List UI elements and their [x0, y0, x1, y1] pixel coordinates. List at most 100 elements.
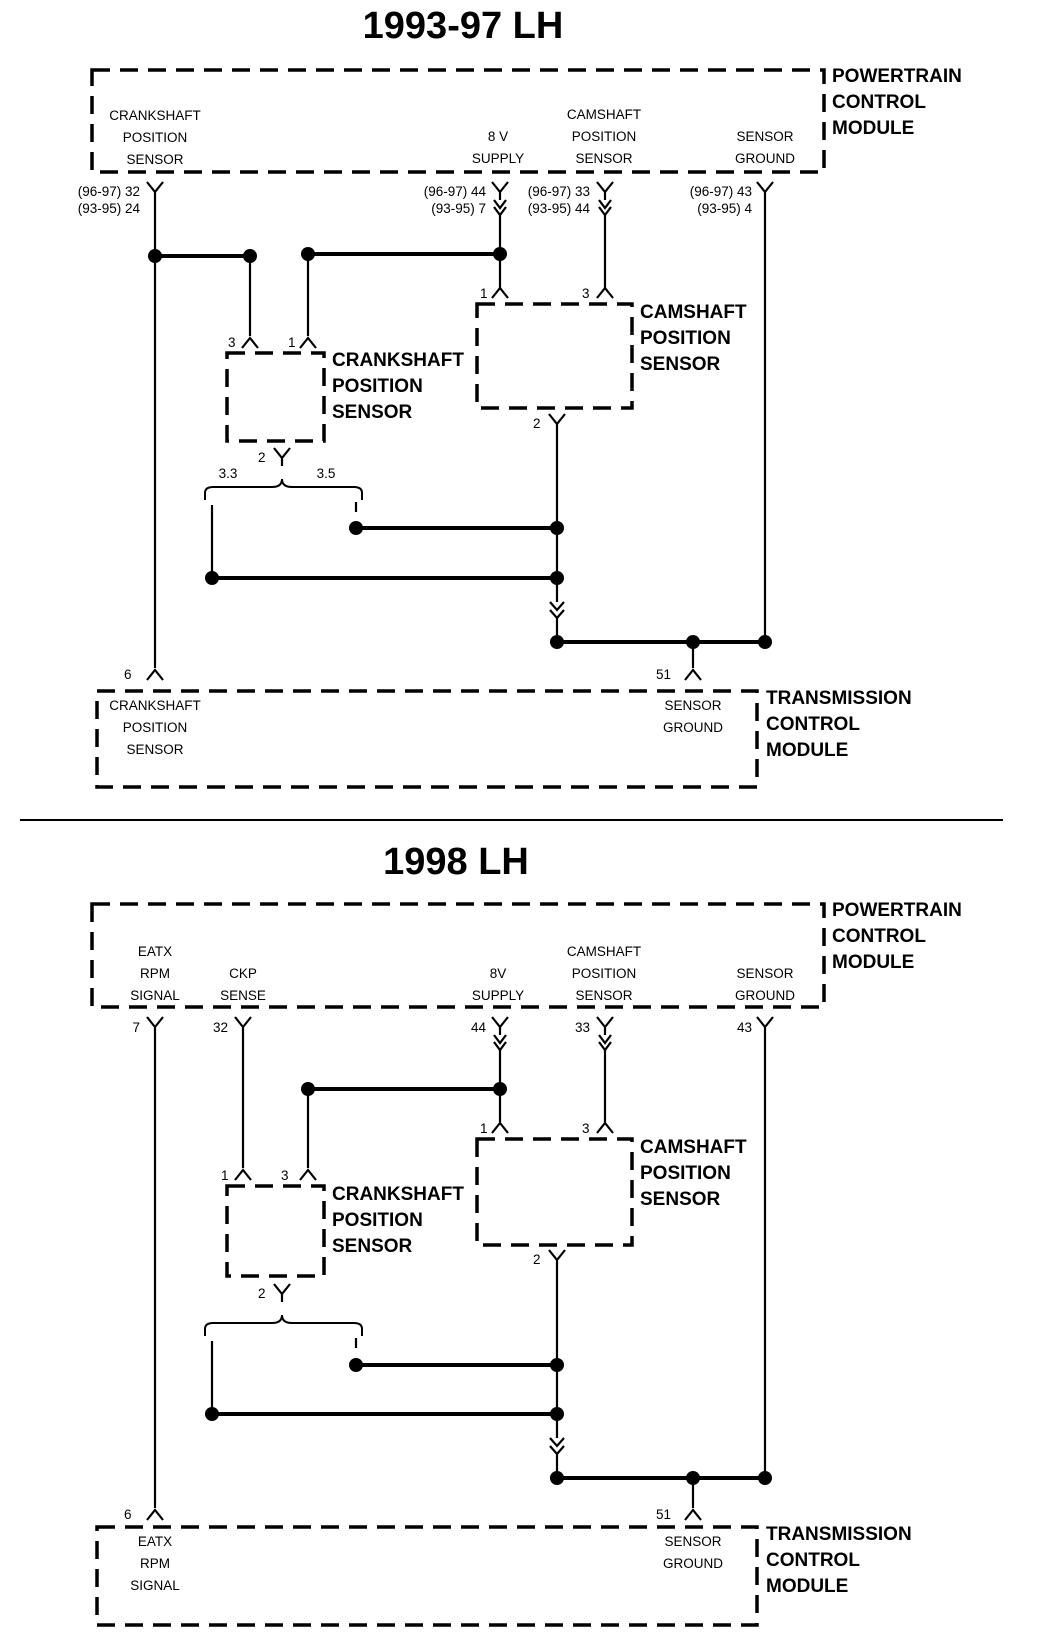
- pcm-box: [90, 902, 826, 1009]
- pcm-cmp-label: CAMSHAFT POSITION SENSOR: [567, 944, 641, 1003]
- double-arrow-icon: [598, 199, 612, 217]
- double-arrow-icon: [493, 1034, 507, 1052]
- engine-33-label: 3.3: [219, 466, 238, 481]
- splice-dot: [758, 635, 772, 649]
- svg-text:MODULE: MODULE: [766, 740, 848, 761]
- svg-text:POWERTRAIN: POWERTRAIN: [832, 66, 962, 87]
- cmp-sensor-label: CAMSHAFT POSITION SENSOR: [640, 302, 747, 375]
- svg-text:CONTROL: CONTROL: [766, 1550, 860, 1571]
- connector-icon: [241, 336, 259, 349]
- svg-text:CAMSHAFT: CAMSHAFT: [567, 944, 641, 959]
- pin-label: (93-95) 24: [78, 201, 141, 216]
- tcm-ground-label: SENSOR GROUND: [663, 1534, 723, 1571]
- tcm-ckp-label: CRANKSHAFT POSITION SENSOR: [109, 698, 201, 757]
- svg-text:POSITION: POSITION: [332, 376, 423, 397]
- splice-dot: [493, 247, 507, 261]
- svg-text:2: 2: [533, 416, 541, 431]
- pin-label: (96-97) 32: [78, 184, 140, 199]
- tcm-box: [95, 1525, 759, 1627]
- svg-text:EATX: EATX: [138, 944, 172, 959]
- connector-icon: [234, 1168, 252, 1181]
- svg-text:SUPPLY: SUPPLY: [472, 988, 524, 1003]
- connector-icon: [146, 668, 164, 681]
- pin-label: 32: [213, 1020, 228, 1035]
- svg-text:8 V: 8 V: [488, 129, 508, 144]
- tcm-ground-label: SENSOR GROUND: [663, 698, 723, 735]
- connector-icon: [756, 181, 774, 200]
- svg-text:CRANKSHAFT: CRANKSHAFT: [332, 1184, 464, 1205]
- pin-label: (93-95) 4: [697, 201, 752, 216]
- svg-text:1: 1: [480, 1121, 488, 1136]
- engine-brace: [204, 478, 363, 500]
- splice-dot: [550, 1407, 564, 1421]
- svg-text:3: 3: [281, 1168, 289, 1183]
- svg-text:MODULE: MODULE: [832, 952, 914, 973]
- pcm-ground-label: SENSOR GROUND: [735, 129, 795, 166]
- svg-text:MODULE: MODULE: [832, 118, 914, 139]
- connector-icon: [299, 1168, 317, 1181]
- svg-text:3: 3: [228, 335, 236, 350]
- connector-icon: [146, 1508, 164, 1521]
- splice-dot: [205, 571, 219, 585]
- double-arrow-icon: [549, 601, 565, 620]
- svg-text:3: 3: [582, 1121, 590, 1136]
- svg-text:RPM: RPM: [140, 1556, 170, 1571]
- double-arrow-icon: [493, 199, 507, 217]
- connector-icon: [273, 447, 291, 466]
- svg-text:SIGNAL: SIGNAL: [130, 988, 180, 1003]
- pin-label: 43: [737, 1020, 752, 1035]
- cmp-sensor-label: CAMSHAFT POSITION SENSOR: [640, 1137, 747, 1210]
- splice-dot: [550, 521, 564, 535]
- svg-text:51: 51: [656, 1507, 671, 1522]
- cmp-sensor-box: [475, 302, 634, 410]
- svg-text:SENSOR: SENSOR: [332, 402, 413, 423]
- svg-text:SENSOR: SENSOR: [664, 1534, 721, 1549]
- svg-text:SUPPLY: SUPPLY: [472, 151, 524, 166]
- svg-text:CRANKSHAFT: CRANKSHAFT: [332, 350, 464, 371]
- pcm-eatx-label: EATX RPM SIGNAL: [130, 944, 180, 1003]
- pin-label: 44: [471, 1020, 487, 1035]
- connector-icon: [596, 1016, 614, 1035]
- connector-icon: [146, 1016, 164, 1035]
- splice-dot: [243, 249, 257, 263]
- svg-text:CONTROL: CONTROL: [766, 714, 860, 735]
- pin-label: (96-97) 43: [690, 184, 752, 199]
- title-1993-97: 1993-97 LH: [363, 5, 564, 47]
- connector-icon: [491, 1121, 509, 1134]
- connector-icon: [596, 1121, 614, 1134]
- svg-text:POSITION: POSITION: [572, 966, 637, 981]
- svg-text:1: 1: [288, 335, 296, 350]
- svg-text:CKP: CKP: [229, 966, 257, 981]
- splice-dot: [493, 1082, 507, 1096]
- splice-dot: [686, 635, 700, 649]
- svg-text:RPM: RPM: [140, 966, 170, 981]
- splice-dot: [349, 1358, 363, 1372]
- svg-text:POWERTRAIN: POWERTRAIN: [832, 900, 962, 921]
- splice-dot: [550, 1358, 564, 1372]
- ckp-sensor-label: CRANKSHAFT POSITION SENSOR: [332, 1184, 464, 1257]
- svg-text:POSITION: POSITION: [123, 130, 188, 145]
- double-arrow-icon: [549, 1437, 565, 1456]
- connector-icon: [684, 1508, 702, 1521]
- splice-dot: [205, 1407, 219, 1421]
- pcm-ckp-sense-label: CKP SENSE: [220, 966, 266, 1003]
- connector-icon: [684, 668, 702, 681]
- pin-label: (93-95) 7: [431, 201, 486, 216]
- connector-icon: [596, 286, 614, 299]
- svg-text:SENSOR: SENSOR: [736, 129, 793, 144]
- svg-text:1: 1: [480, 286, 488, 301]
- engine-35-label: 3.5: [317, 466, 336, 481]
- svg-text:8V: 8V: [490, 966, 507, 981]
- svg-text:SENSE: SENSE: [220, 988, 266, 1003]
- splice-dot: [148, 249, 162, 263]
- splice-dot: [301, 247, 315, 261]
- svg-text:SENSOR: SENSOR: [575, 988, 632, 1003]
- svg-text:MODULE: MODULE: [766, 1576, 848, 1597]
- svg-text:SIGNAL: SIGNAL: [130, 1578, 180, 1593]
- svg-text:POSITION: POSITION: [640, 1163, 731, 1184]
- connector-icon: [299, 336, 317, 349]
- diagram-1998: 1998 LH POWERTRAIN CONTROL MODULE EATX R…: [90, 841, 962, 1627]
- splice-dot: [550, 571, 564, 585]
- connector-icon: [273, 1283, 291, 1302]
